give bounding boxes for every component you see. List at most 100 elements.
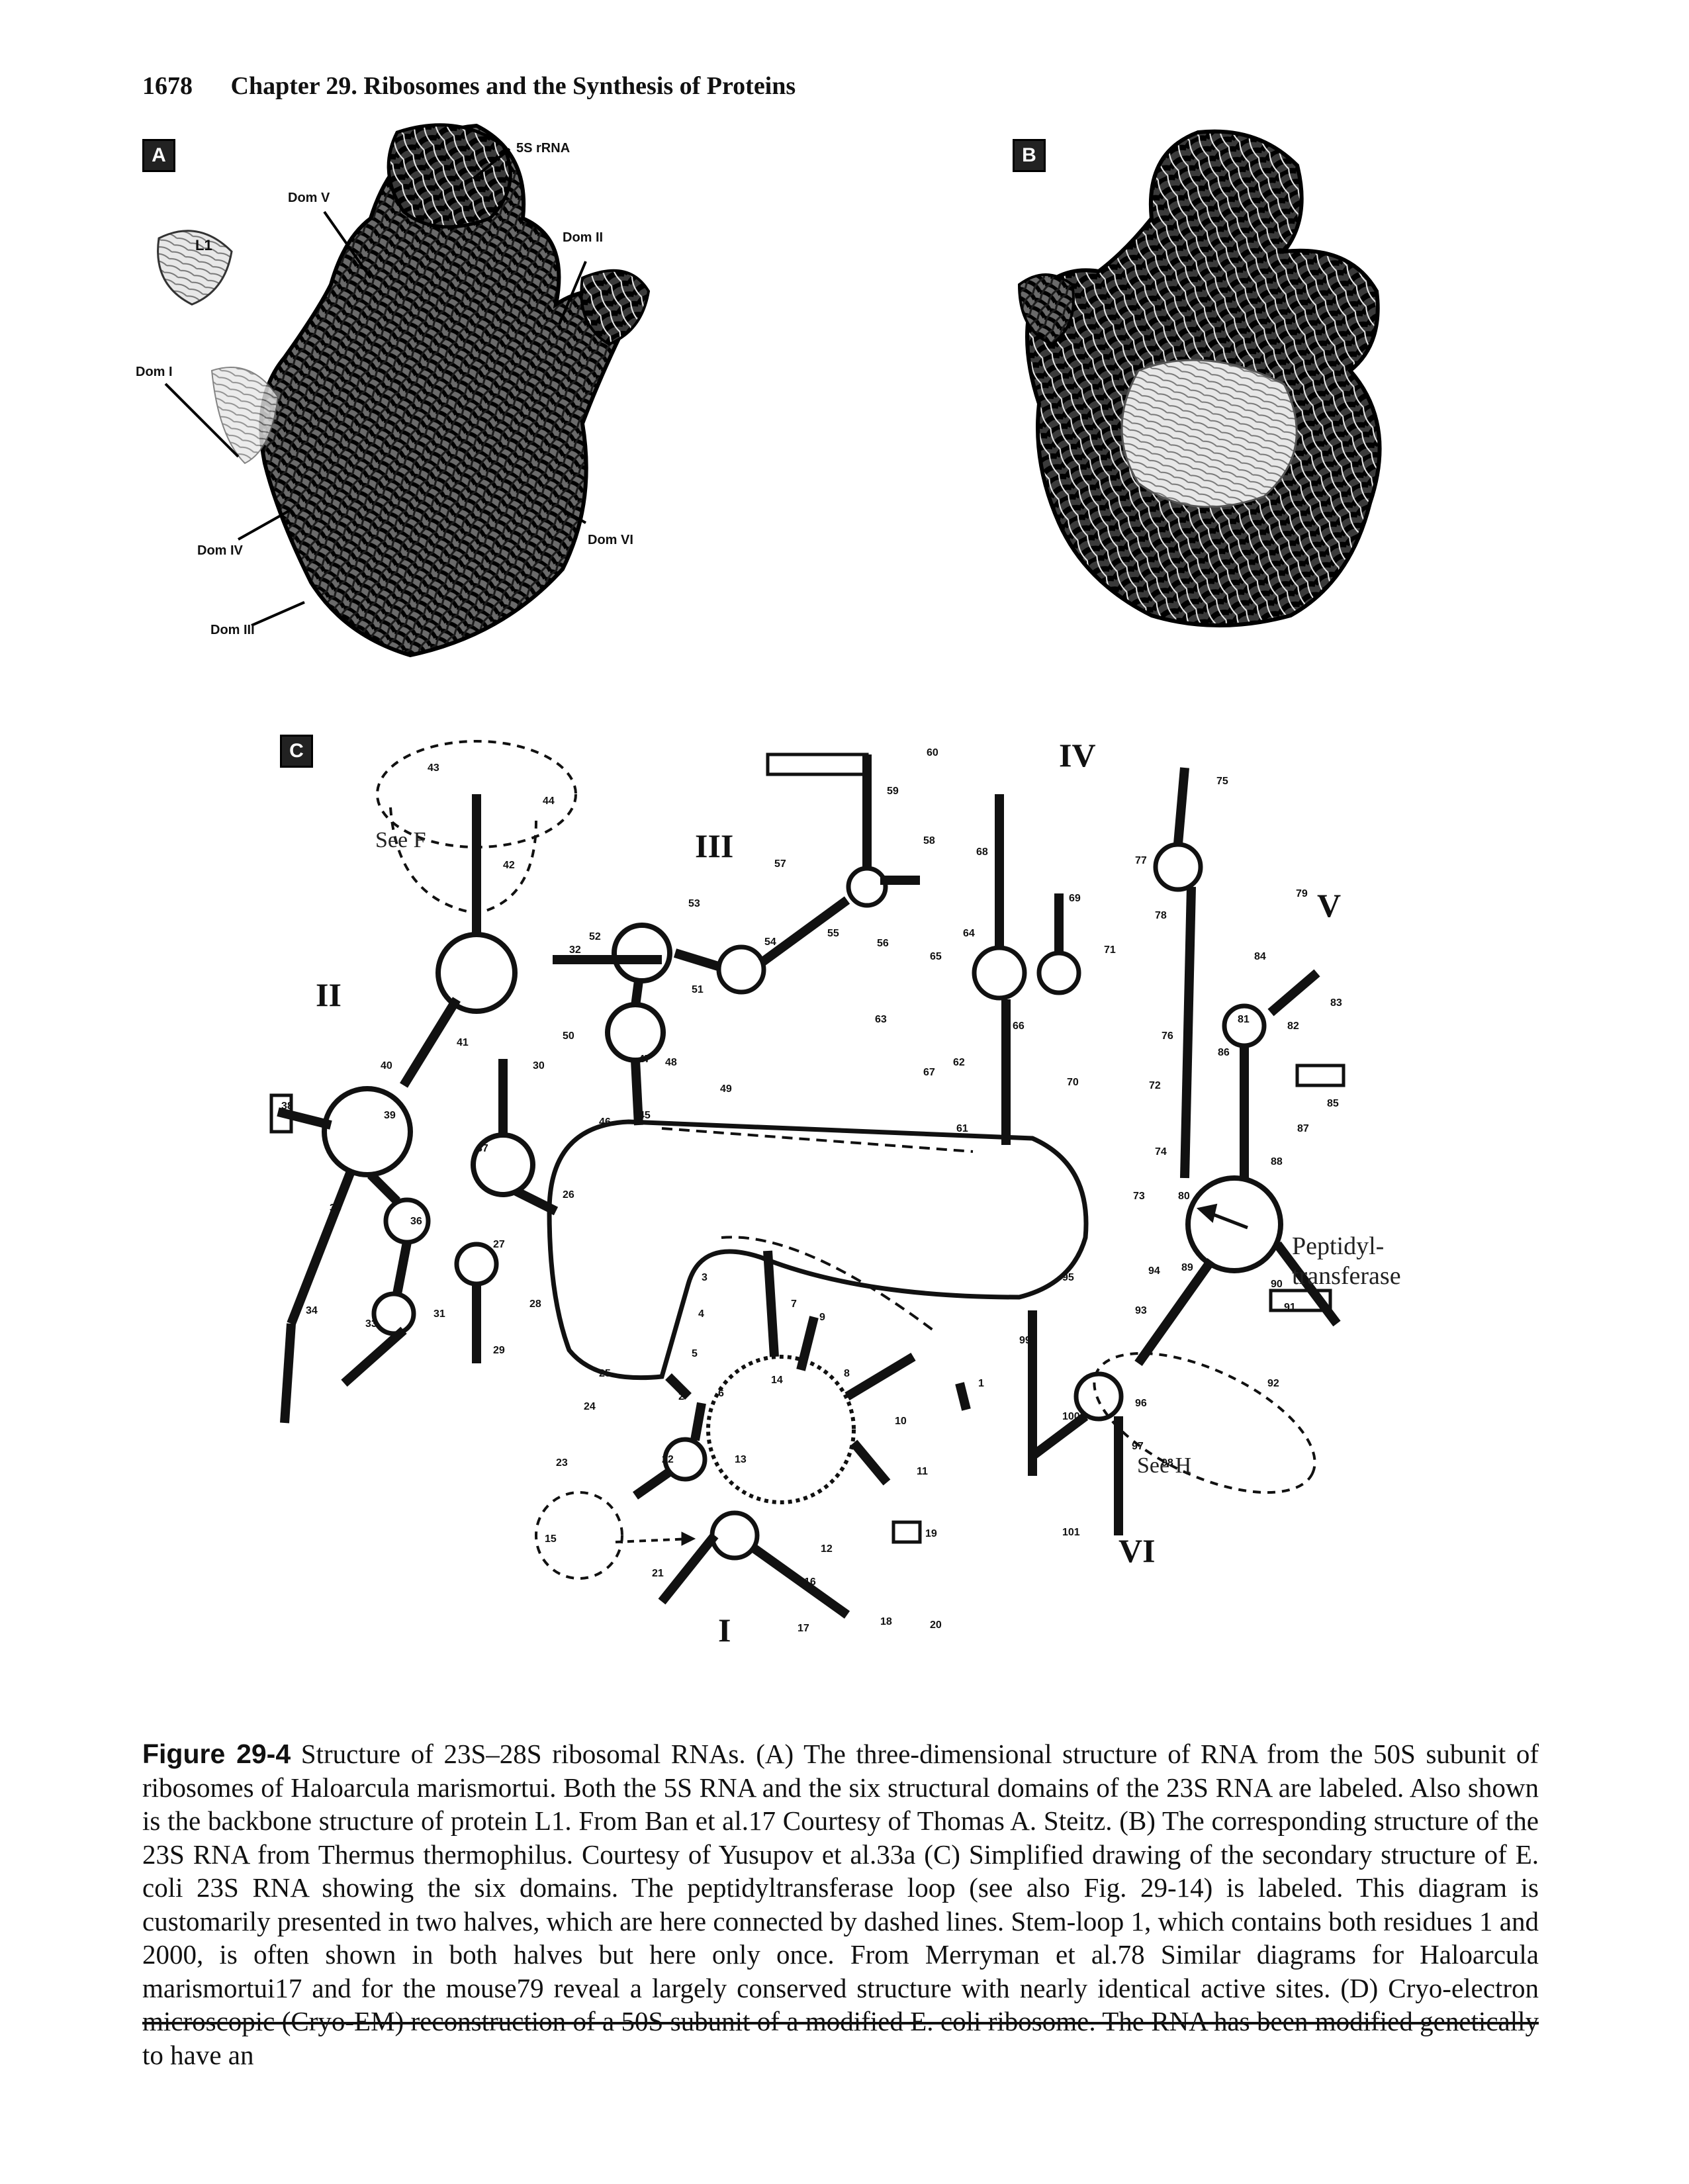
helix-number: 84 bbox=[1254, 951, 1266, 962]
helix-number: 79 bbox=[1296, 888, 1308, 899]
label-5s-rrna: 5S rRNA bbox=[516, 141, 570, 156]
label-l1: L1 bbox=[195, 237, 212, 253]
helix-number: 25 bbox=[599, 1368, 611, 1379]
helix-number: 51 bbox=[692, 984, 704, 995]
helix-number: 45 bbox=[639, 1110, 651, 1121]
domain-iii-label: III bbox=[695, 827, 733, 864]
domain-i-label: I bbox=[718, 1612, 731, 1649]
helix-number: 88 bbox=[1271, 1156, 1283, 1167]
helix-number: 14 bbox=[771, 1375, 783, 1386]
helix-number: 94 bbox=[1148, 1265, 1160, 1277]
helix-number: 15 bbox=[545, 1533, 557, 1545]
domain-ii-label: II bbox=[316, 976, 342, 1013]
panel-c-labels: II III IV V VI I See F See H Peptidyl- t… bbox=[281, 737, 1401, 1649]
helix-number: 54 bbox=[764, 936, 776, 948]
helix-number: 50 bbox=[563, 1030, 574, 1042]
page-number: 1678 bbox=[142, 72, 193, 100]
helix-number: 5 bbox=[692, 1348, 698, 1359]
helix-number: 99 bbox=[1019, 1335, 1031, 1346]
helix-number: 39 bbox=[384, 1110, 396, 1121]
helix-number: 82 bbox=[1287, 1021, 1299, 1032]
figure-number: Figure 29-4 bbox=[142, 1739, 291, 1769]
helix-number: 89 bbox=[1181, 1262, 1193, 1273]
helix-number: 49 bbox=[720, 1083, 732, 1095]
helix-number: 17 bbox=[798, 1623, 809, 1634]
helix-number: 56 bbox=[877, 938, 889, 949]
bottom-rule bbox=[142, 2022, 1539, 2025]
helix-number: 61 bbox=[956, 1123, 968, 1134]
transferase-label: transferase bbox=[1292, 1262, 1401, 1290]
helix-number: 58 bbox=[923, 835, 935, 846]
helix-number: 62 bbox=[953, 1057, 965, 1068]
helix-number: 67 bbox=[923, 1067, 935, 1078]
label-dom-ii: Dom II bbox=[563, 230, 603, 245]
helix-number: 43 bbox=[428, 762, 439, 774]
helix-number: 57 bbox=[774, 858, 786, 870]
helix-number: 90 bbox=[1271, 1279, 1283, 1290]
helix-number: 29 bbox=[493, 1345, 505, 1356]
helix-number: 28 bbox=[529, 1298, 541, 1310]
helix-number: 37 bbox=[477, 1143, 488, 1154]
helix-number: 83 bbox=[1330, 997, 1342, 1009]
helix-number: 95 bbox=[1062, 1272, 1074, 1283]
helix-number: 71 bbox=[1104, 944, 1116, 956]
helix-number: 11 bbox=[917, 1466, 928, 1477]
panel-c-tag: C bbox=[280, 735, 313, 768]
panel-a-tag: A bbox=[142, 139, 175, 172]
helix-number: 27 bbox=[493, 1239, 505, 1250]
see-f-callout: See F bbox=[375, 828, 426, 852]
helix-number: 96 bbox=[1135, 1398, 1147, 1409]
helix-number: 101 bbox=[1062, 1527, 1080, 1538]
helix-number: 44 bbox=[543, 796, 555, 807]
page-header: 1678 Chapter 29. Ribosomes and the Synth… bbox=[142, 71, 796, 101]
helix-number: 31 bbox=[434, 1308, 445, 1320]
helix-number: 9 bbox=[819, 1312, 825, 1323]
helix-number: 69 bbox=[1069, 893, 1081, 904]
helix-number: 23 bbox=[556, 1457, 568, 1469]
helix-number: 66 bbox=[1013, 1021, 1025, 1032]
helix-number: 52 bbox=[589, 931, 601, 942]
helix-number: 19 bbox=[925, 1528, 937, 1539]
helix-number: 42 bbox=[503, 860, 515, 871]
panel-b-tag: B bbox=[1013, 139, 1046, 172]
chapter-title: Chapter 29. Ribosomes and the Synthesis … bbox=[230, 72, 796, 100]
helix-number: 81 bbox=[1238, 1014, 1250, 1025]
helix-number: 55 bbox=[827, 928, 839, 939]
helix-number: 75 bbox=[1216, 776, 1228, 787]
helix-number: 92 bbox=[1267, 1378, 1279, 1389]
helix-number: 78 bbox=[1155, 910, 1167, 921]
panel-a-structure: 5S rRNA Dom V Dom II L1 Dom I Dom IV Dom… bbox=[136, 123, 651, 658]
figure-caption: Figure 29-4 Structure of 23S–28S ribosom… bbox=[142, 1737, 1539, 2071]
helix-number: 33 bbox=[365, 1318, 377, 1330]
helix-number: 41 bbox=[457, 1037, 469, 1048]
see-h-callout: See H bbox=[1137, 1453, 1191, 1478]
helix-number: 16 bbox=[804, 1576, 816, 1588]
domain-vi-label: VI bbox=[1118, 1532, 1156, 1569]
helix-number: 76 bbox=[1162, 1030, 1173, 1042]
figure-canvas: 5S rRNA Dom V Dom II L1 Dom I Dom IV Dom… bbox=[136, 123, 1401, 1649]
helix-number: 18 bbox=[880, 1616, 892, 1627]
helix-number: 40 bbox=[381, 1060, 392, 1071]
helix-number: 8 bbox=[844, 1368, 850, 1379]
helix-number: 48 bbox=[665, 1057, 677, 1068]
helix-number: 73 bbox=[1133, 1191, 1145, 1202]
helix-number: 22 bbox=[662, 1454, 674, 1465]
helix-number: 26 bbox=[563, 1189, 574, 1201]
helix-number: 59 bbox=[887, 786, 899, 797]
label-dom-v: Dom V bbox=[288, 191, 330, 205]
helix-number: 65 bbox=[930, 951, 942, 962]
helix-number: 20 bbox=[930, 1619, 942, 1631]
panel-c-secondary-structure bbox=[269, 740, 1346, 1619]
helix-number: 87 bbox=[1297, 1123, 1309, 1134]
domain-v-label: V bbox=[1317, 887, 1341, 924]
label-dom-vi: Dom VI bbox=[588, 533, 633, 547]
helix-number: 53 bbox=[688, 898, 700, 909]
helix-number: 86 bbox=[1218, 1047, 1230, 1058]
peptidyl-label: Peptidyl- bbox=[1292, 1232, 1384, 1260]
helix-number: 32 bbox=[569, 944, 581, 956]
panel-b-structure bbox=[1017, 129, 1382, 627]
label-dom-i: Dom I bbox=[136, 365, 173, 379]
caption-text: Structure of 23S–28S ribosomal RNAs. (A)… bbox=[142, 1739, 1539, 2070]
label-dom-iv: Dom IV bbox=[197, 543, 244, 558]
helix-number: 21 bbox=[652, 1568, 664, 1579]
